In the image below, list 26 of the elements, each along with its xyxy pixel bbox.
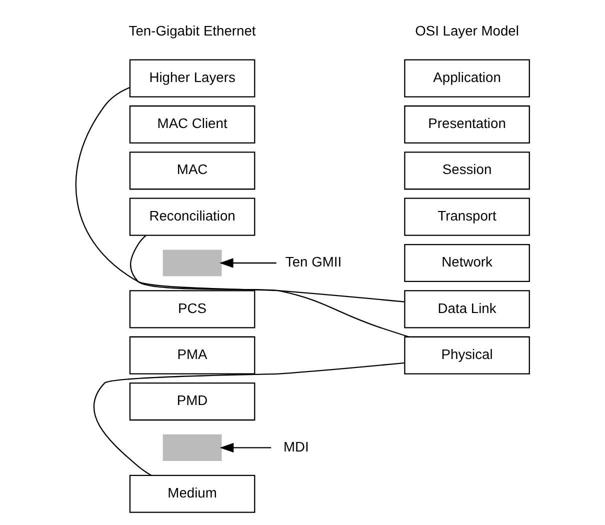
node-box: PCS xyxy=(129,290,256,328)
node-box: Higher Layers xyxy=(129,58,256,97)
node-box: MAC xyxy=(129,151,256,190)
node-box: Session xyxy=(404,151,530,190)
node-box: Medium xyxy=(129,474,256,512)
node-box: PMA xyxy=(129,336,256,374)
node-box: Presentation xyxy=(404,104,530,144)
node-box: Network xyxy=(404,243,530,282)
label: Ten-Gigabit Ethernet xyxy=(128,22,256,38)
node-text: Ten GMII xyxy=(285,253,342,270)
connector xyxy=(130,234,409,337)
node-box: Physical xyxy=(404,336,530,374)
connector xyxy=(93,362,404,476)
arrow xyxy=(219,258,276,268)
node-box: Application xyxy=(404,58,530,97)
arrow xyxy=(220,442,272,452)
node-text: MDI xyxy=(284,438,309,454)
node-bar xyxy=(162,249,222,276)
node-box: Reconciliation xyxy=(129,197,256,236)
node-box: Data Link xyxy=(404,290,530,328)
node-box: MAC Client xyxy=(129,104,256,144)
node-box: PMD xyxy=(129,382,256,420)
node-bar xyxy=(162,434,222,460)
node-box: Transport xyxy=(404,197,530,236)
connector xyxy=(75,86,404,302)
label: OSI Layer Model xyxy=(415,22,519,38)
